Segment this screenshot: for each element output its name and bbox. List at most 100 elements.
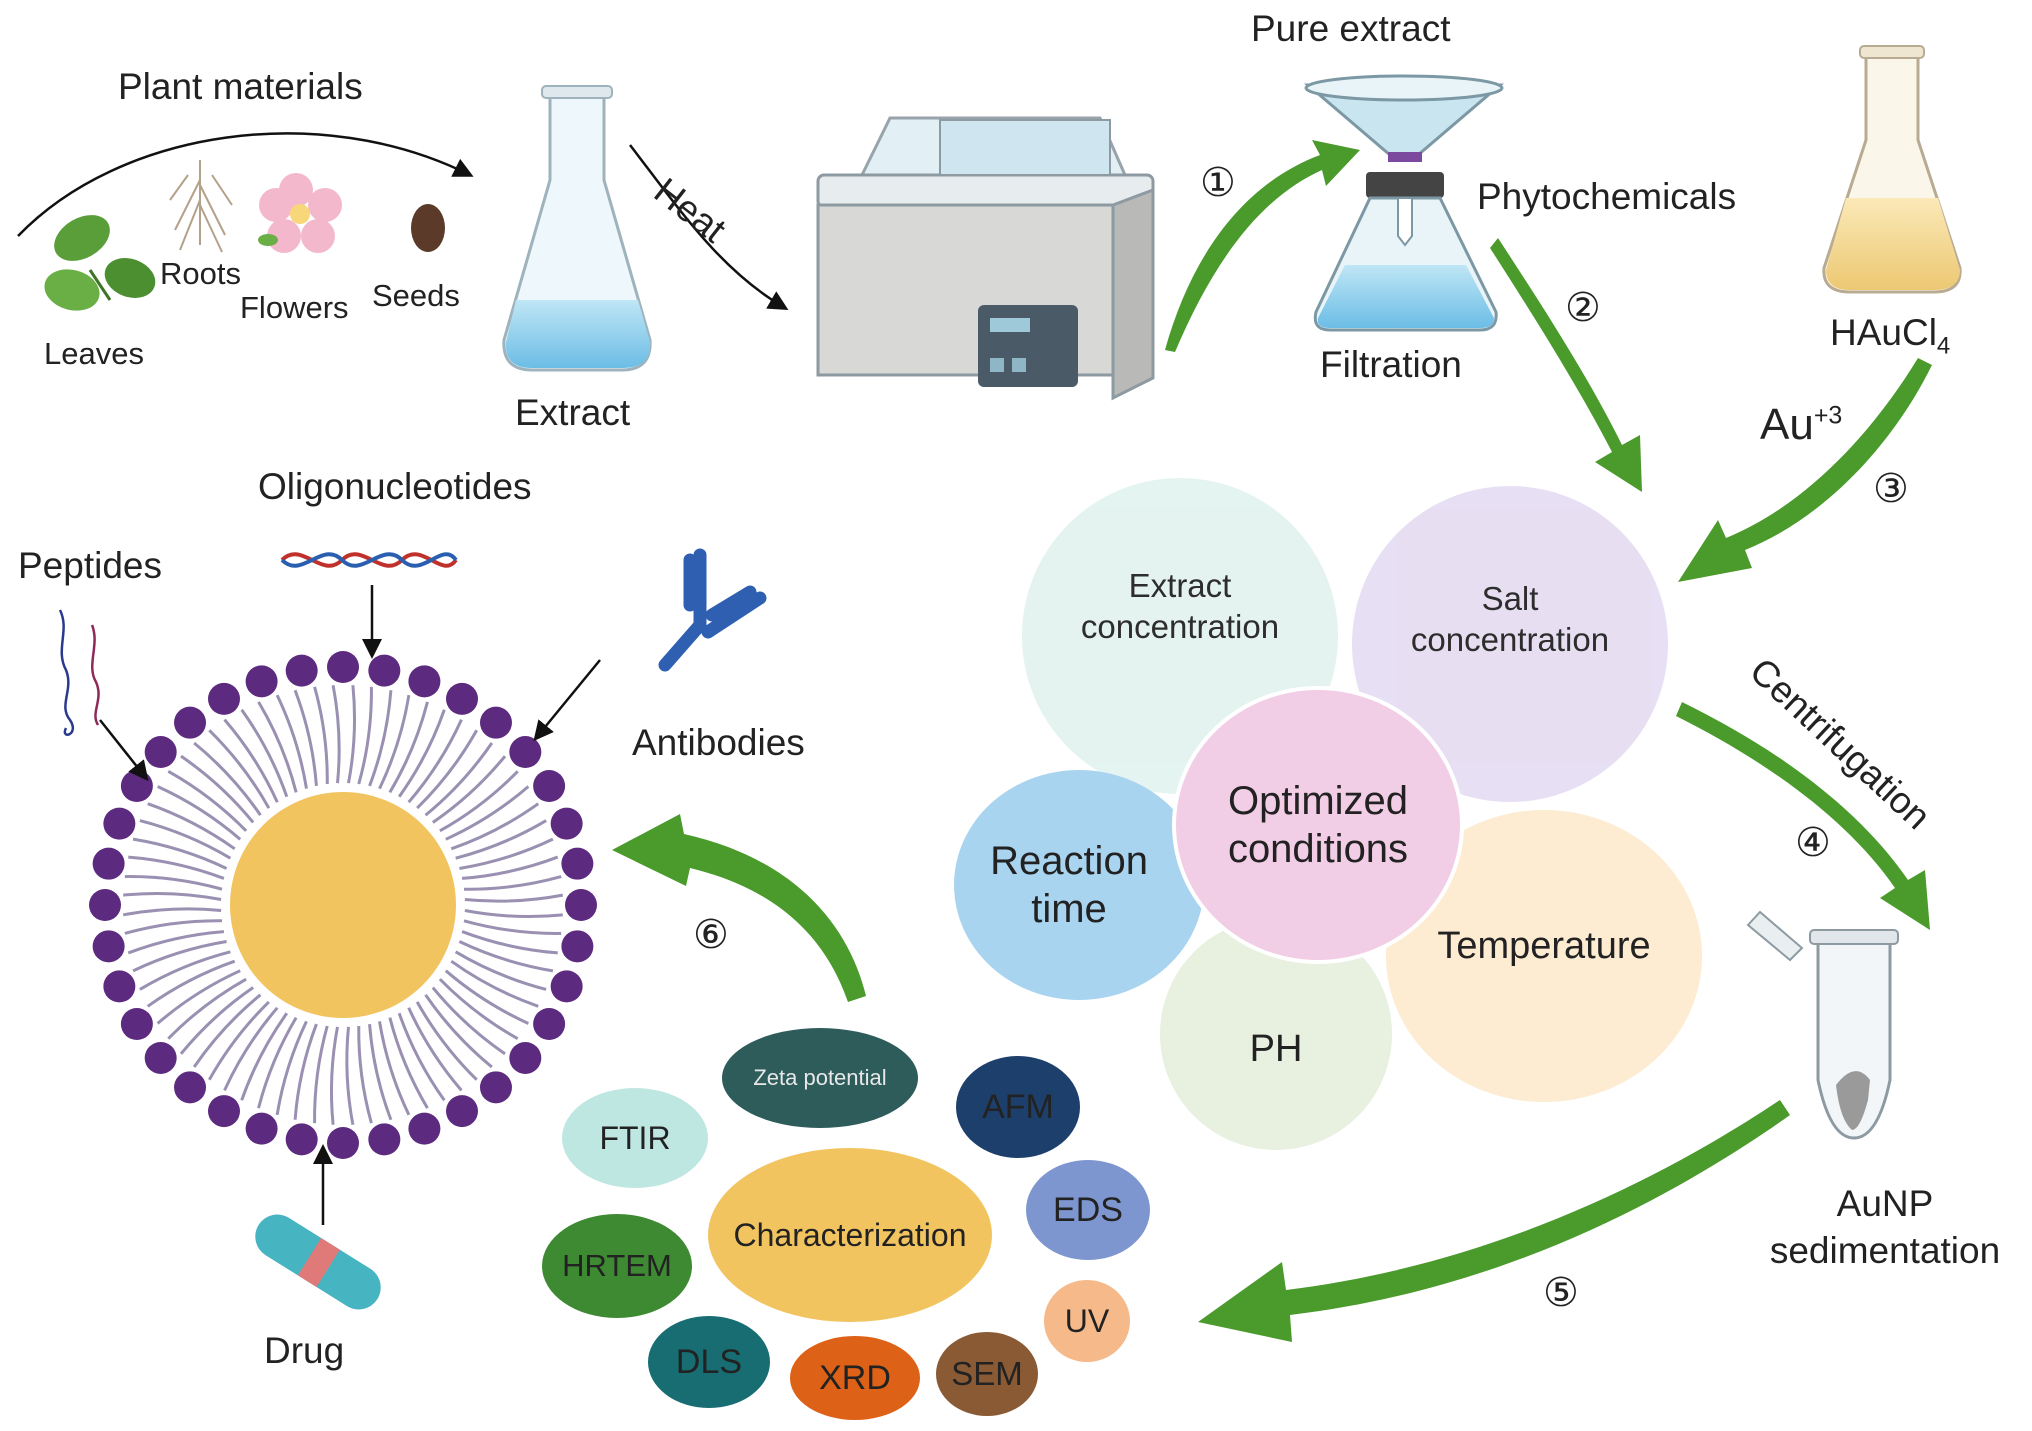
lipid-tail [329, 1026, 339, 1125]
lipid-head [208, 1095, 240, 1128]
pure-extract-label: Pure extract [1251, 8, 1451, 49]
gold-ion-label: Au+3 [1760, 400, 1842, 451]
uv-label: UV [1064, 1302, 1110, 1339]
water-bath-icon [816, 116, 1155, 401]
lipid-tail [439, 770, 519, 833]
lipid-tail [464, 909, 563, 919]
lipid-head [327, 651, 359, 683]
lipid-head [550, 807, 583, 840]
lipid-tail [445, 785, 530, 841]
lipid-head [92, 847, 125, 880]
extract-flask-icon [502, 85, 652, 372]
lipid-tail [368, 1023, 393, 1121]
characterization-label: Characterization [733, 1216, 967, 1253]
gold-nanoparticle [89, 651, 597, 1159]
optimized-conditions-circle: Optimized conditions [1172, 686, 1464, 964]
oligonucleotides-label: Oligonucleotides [258, 466, 532, 507]
lipid-tail [192, 993, 262, 1068]
lipid-tail [424, 993, 493, 1069]
lipid-tail [347, 685, 357, 784]
lipid-tail [357, 686, 373, 785]
lipid-tail [458, 940, 554, 973]
aunp-sedimentation-label: AuNP sedimentation [1769, 1183, 2001, 1272]
lipid-tail [293, 1023, 318, 1120]
lipid-tail [407, 718, 463, 804]
roots-icon [169, 160, 233, 253]
lipid-tail [208, 1000, 270, 1081]
lipid-head [120, 770, 153, 802]
antibody-icon [658, 548, 767, 672]
lipid-head [368, 1123, 401, 1156]
zeta-potential-ellipse: Zeta potential [722, 1028, 918, 1128]
step-1-label: ① [1200, 161, 1236, 205]
filtration-label: Filtration [1320, 344, 1462, 385]
lipid-tail [240, 1012, 289, 1101]
lipid-head [89, 889, 121, 921]
lipid-tail [139, 950, 231, 991]
zeta-potential-label: Zeta potential [753, 1065, 887, 1090]
step-3-label: ③ [1873, 467, 1909, 511]
lipid-tail [313, 686, 329, 785]
lipid-tail [463, 919, 562, 935]
roots-label: Roots [160, 256, 241, 291]
lipid-tail [331, 684, 341, 784]
step-5-label: ⑤ [1543, 1271, 1579, 1315]
lipid-tail [179, 986, 255, 1055]
lipid-tail [275, 694, 308, 789]
filtration-funnel-icon [1303, 74, 1505, 332]
lipid-tail [293, 689, 318, 787]
lipid-tail [124, 919, 223, 935]
lipid-tail [397, 1012, 446, 1102]
step-3-arrow [1678, 358, 1932, 582]
lipid-head [245, 1112, 278, 1145]
peptides-icon [58, 609, 100, 736]
lipid-tail [378, 1021, 411, 1116]
gold-ion-charge: +3 [1813, 401, 1843, 430]
lipid-head [408, 665, 441, 698]
antibodies-pointer-arrow [533, 659, 601, 742]
afm-ellipse: AFM [956, 1056, 1080, 1158]
lipid-tail [444, 969, 530, 1025]
leaves-icon [44, 215, 156, 311]
lipid-head [565, 889, 597, 921]
ftir-ellipse: FTIR [562, 1088, 708, 1188]
salt-concentration-circle: Salt concentration [1352, 486, 1668, 802]
lipid-tail [461, 855, 559, 880]
lipid-tail [167, 977, 247, 1040]
gold-core [230, 792, 456, 1018]
salt-concentration-label: Salt concentration [1410, 579, 1610, 658]
seeds-label: Seeds [372, 278, 460, 313]
lipid-tail [123, 891, 222, 901]
eds-label: EDS [1053, 1190, 1123, 1229]
dna-icon [280, 552, 458, 568]
sem-label: SEM [951, 1355, 1023, 1392]
lipid-head [92, 930, 125, 963]
lipid-head [103, 970, 136, 1003]
lipid-tail [450, 959, 539, 1008]
dls-ellipse: DLS [648, 1316, 770, 1408]
lipid-tail [257, 701, 298, 793]
lipid-head [368, 654, 401, 687]
temperature-circle: Temperature [1386, 810, 1702, 1102]
step-2-label: ② [1565, 286, 1601, 330]
drug-label: Drug [264, 1330, 345, 1371]
lipid-tail [139, 819, 232, 860]
lipid-tail [461, 930, 558, 955]
gold-salt-subscript: 4 [1936, 332, 1951, 360]
flowers-label: Flowers [240, 290, 349, 325]
step-1-arrow [1165, 140, 1360, 352]
seed-icon [411, 204, 445, 252]
lipid-tail [193, 741, 262, 817]
lipid-tail [223, 1006, 279, 1092]
heat-arrow [629, 144, 789, 311]
lipid-tail [455, 819, 547, 860]
lipid-tail [424, 742, 494, 817]
lipid-head [533, 1008, 566, 1040]
step-5-arrow [1198, 1100, 1790, 1342]
lipid-tail [127, 930, 225, 955]
lipid-tail [450, 802, 540, 851]
lipid-tail [431, 755, 507, 824]
temperature-label: Temperature [1437, 924, 1651, 967]
lipid-head [446, 682, 478, 715]
